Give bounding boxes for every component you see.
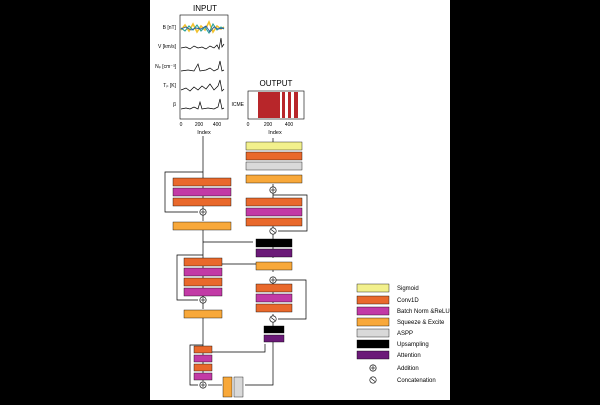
dec1-squeeze-excite (245, 174, 303, 184)
enc3-batchnorm-b (193, 372, 213, 381)
dec1-conv1d-a (245, 197, 303, 207)
legend-swatch-conv1d (356, 295, 390, 305)
input-tick-200: 200 (195, 122, 204, 128)
legend-swatch-sigmoid (356, 283, 390, 293)
icme-segment-4 (294, 92, 298, 118)
enc3-conv1d-a (193, 345, 213, 354)
output-tick-200: 200 (264, 122, 273, 128)
legend-label-batchnorm: Batch Norm &ReLU (397, 309, 450, 315)
trace-b-blue (180, 25, 225, 33)
input-plot-frame (179, 14, 229, 120)
operator-node-marks (200, 187, 276, 388)
legend-label-attention: Attention (397, 353, 421, 359)
enc1-conv1d-b (172, 197, 232, 207)
dec1-batchnorm-a (245, 207, 303, 217)
input-label-b: B [nT] (163, 25, 177, 31)
trace-v (180, 37, 225, 51)
enc3-conv1d-b (193, 363, 213, 372)
trace-b-teal (180, 22, 225, 35)
icme-segment-2 (282, 92, 285, 118)
output-tick-400: 400 (285, 122, 294, 128)
input-tick-400: 400 (213, 122, 222, 128)
output-title: OUTPUT (260, 79, 293, 88)
output-xlabel: Index (268, 130, 282, 136)
icme-segment-1 (258, 92, 280, 118)
operator-nodes (199, 186, 277, 389)
legend-label-addition: Addition (397, 366, 419, 372)
input-xlabel: Index (197, 130, 211, 136)
input-title: INPUT (193, 4, 217, 13)
input-label-beta: β (173, 102, 176, 108)
head-sigmoid (245, 141, 303, 151)
legend-swatch-upsampling (356, 339, 390, 349)
input-label-tp: Tₚ [K] (163, 83, 176, 89)
icme-segment-3 (288, 92, 291, 118)
head-aspp (245, 161, 303, 171)
legend-label-aspp: ASPP (397, 331, 413, 337)
legend-swatch-squeeze (356, 317, 390, 327)
output-row-label: ICME (232, 102, 245, 108)
dec1-conv1d-b (245, 217, 303, 227)
legend-label-sigmoid: Sigmoid (397, 286, 419, 292)
dec2-squeeze-excite (255, 261, 293, 271)
output-tick-0: 0 (247, 122, 250, 128)
dec2-upsampling (255, 238, 293, 248)
legend-label-conv1d: Conv1D (397, 298, 419, 304)
enc3-batchnorm-a (193, 354, 213, 363)
legend: Sigmoid Conv1D Batch Norm &ReLU Squeeze … (356, 283, 450, 384)
input-label-np: Nₚ [cm⁻³] (155, 64, 176, 70)
enc2-conv1d-b (183, 277, 223, 287)
bottleneck-squeeze-excite (222, 376, 233, 398)
enc2-squeeze-excite (183, 309, 223, 319)
legend-label-upsampling: Upsampling (397, 342, 429, 348)
dec2-attention (255, 248, 293, 258)
dec3-attention (263, 334, 285, 343)
dec2-conv1d-b (255, 303, 293, 313)
input-label-v: V [km/s] (158, 44, 177, 50)
dec2-batchnorm-a (255, 293, 293, 303)
input-tick-0: 0 (180, 122, 183, 128)
enc2-batchnorm-a (183, 267, 223, 277)
enc1-squeeze-excite (172, 221, 232, 231)
legend-swatch-aspp (356, 328, 390, 338)
dec2-conv1d-a (255, 283, 293, 293)
enc2-batchnorm-b (183, 287, 223, 297)
legend-swatch-batchnorm (356, 306, 390, 316)
bottleneck-aspp (233, 376, 244, 398)
trace-np (180, 60, 225, 72)
legend-swatch-attention (356, 350, 390, 360)
trace-tp (180, 79, 225, 92)
enc1-conv1d-a (172, 177, 232, 187)
enc2-conv1d-a (183, 257, 223, 267)
dec3-upsampling (263, 325, 285, 334)
trace-beta (180, 98, 225, 110)
enc1-batchnorm-a (172, 187, 232, 197)
head-conv1d (245, 151, 303, 161)
legend-label-concatenation: Concatenation (397, 378, 436, 384)
legend-label-squeeze: Squeeze & Excite (397, 320, 445, 326)
